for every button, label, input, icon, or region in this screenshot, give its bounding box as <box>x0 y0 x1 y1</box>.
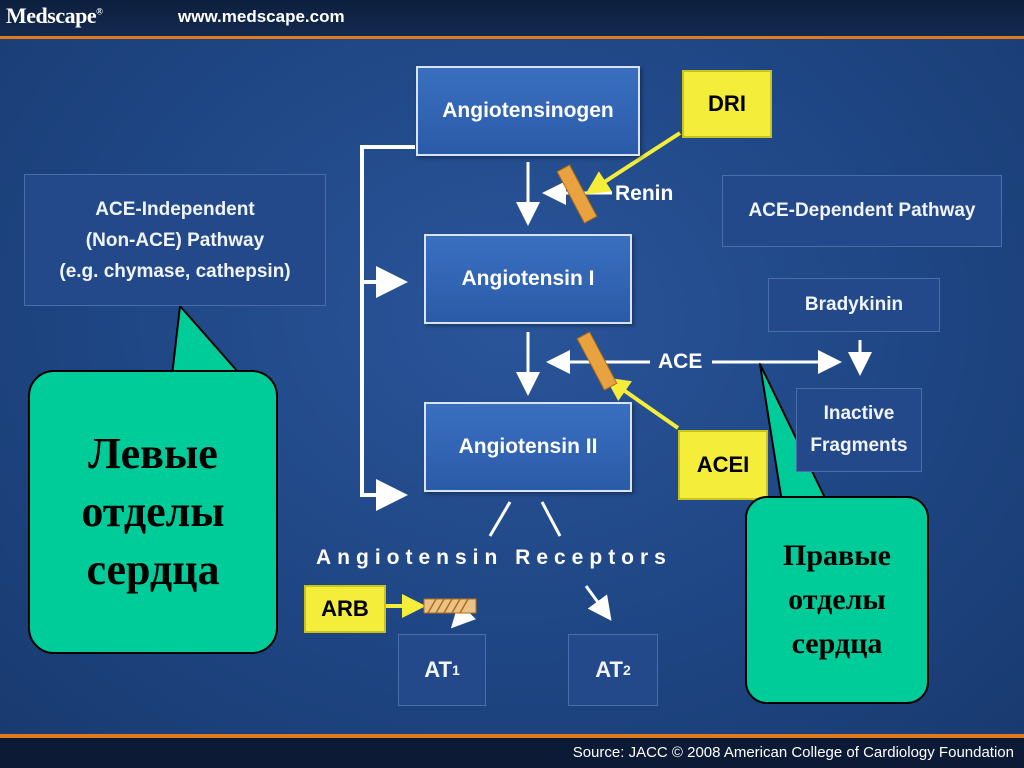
header-divider <box>0 36 1024 39</box>
medscape-logo: Medscape® <box>6 3 103 28</box>
acei-inhibit-arrow <box>605 377 680 430</box>
angiotensin-receptors-label: Angiotensin Receptors <box>316 546 672 569</box>
right-callout-text: Правые отделы сердца <box>783 534 891 666</box>
inactive-fragments-node: Inactive Fragments <box>796 388 922 472</box>
at1-label: AT <box>424 657 452 682</box>
left-callout-text: Левые отделы сердца <box>81 425 224 599</box>
inactive-fragments-line-1: Inactive <box>823 403 895 424</box>
ace-independent-pathway: ACE-Independent (Non-ACE) Pathway (e.g. … <box>24 174 326 306</box>
ace-independent-line-2: (Non-ACE) Pathway <box>85 229 265 251</box>
ace-block-bar <box>576 331 618 391</box>
source-citation: Source: JACC © 2008 American College of … <box>572 744 1014 761</box>
bradykinin-node: Bradykinin <box>768 278 940 332</box>
left-callout-line-3: сердца <box>86 545 220 594</box>
acei-label: ACEI <box>678 430 768 500</box>
renin-label: Renin <box>615 182 674 205</box>
arrow-to-at2 <box>584 585 612 621</box>
arb-block-bar <box>423 598 477 614</box>
ace-independent-bracket <box>360 145 415 511</box>
ace-label: ACE <box>658 350 703 373</box>
right-callout-line-3: сердца <box>791 627 883 660</box>
angiotensinogen-node: Angiotensinogen <box>416 66 640 156</box>
footer-bar: Source: JACC © 2008 American College of … <box>0 738 1024 768</box>
at1-subscript: 1 <box>451 662 460 678</box>
at2-label: AT <box>595 657 623 682</box>
renin-block-bar <box>556 164 598 224</box>
left-callout-line-2: отделы <box>81 487 225 536</box>
angiotensin-1-node: Angiotensin I <box>424 234 632 324</box>
ace-dependent-pathway: ACE-Dependent Pathway <box>722 175 1002 247</box>
right-heart-callout: Правые отделы сердца <box>745 496 929 704</box>
dri-inhibit-arrow <box>585 131 682 195</box>
ace-independent-line-3: (e.g. chymase, cathepsin) <box>59 260 291 282</box>
header-bar: Medscape® www.medscape.com <box>0 0 1024 36</box>
left-callout-tail <box>171 305 239 377</box>
arb-label: ARB <box>304 585 386 633</box>
ace-independent-line-1: ACE-Independent <box>95 198 255 220</box>
right-callout-line-2: отделы <box>788 583 886 616</box>
left-heart-callout: Левые отделы сердца <box>28 370 278 654</box>
footer-divider <box>0 734 1024 738</box>
ang2-to-receptors-left <box>488 501 512 537</box>
ang2-to-receptors-right <box>540 501 562 537</box>
right-callout-line-1: Правые <box>783 539 891 572</box>
angiotensin-2-node: Angiotensin II <box>424 402 632 492</box>
left-callout-line-1: Левые <box>88 429 218 478</box>
at2-subscript: 2 <box>622 662 631 678</box>
blocker-bars <box>423 164 618 614</box>
site-url[interactable]: www.medscape.com <box>178 7 345 26</box>
dri-label: DRI <box>682 70 772 138</box>
inactive-fragments-line-2: Fragments <box>810 435 908 456</box>
